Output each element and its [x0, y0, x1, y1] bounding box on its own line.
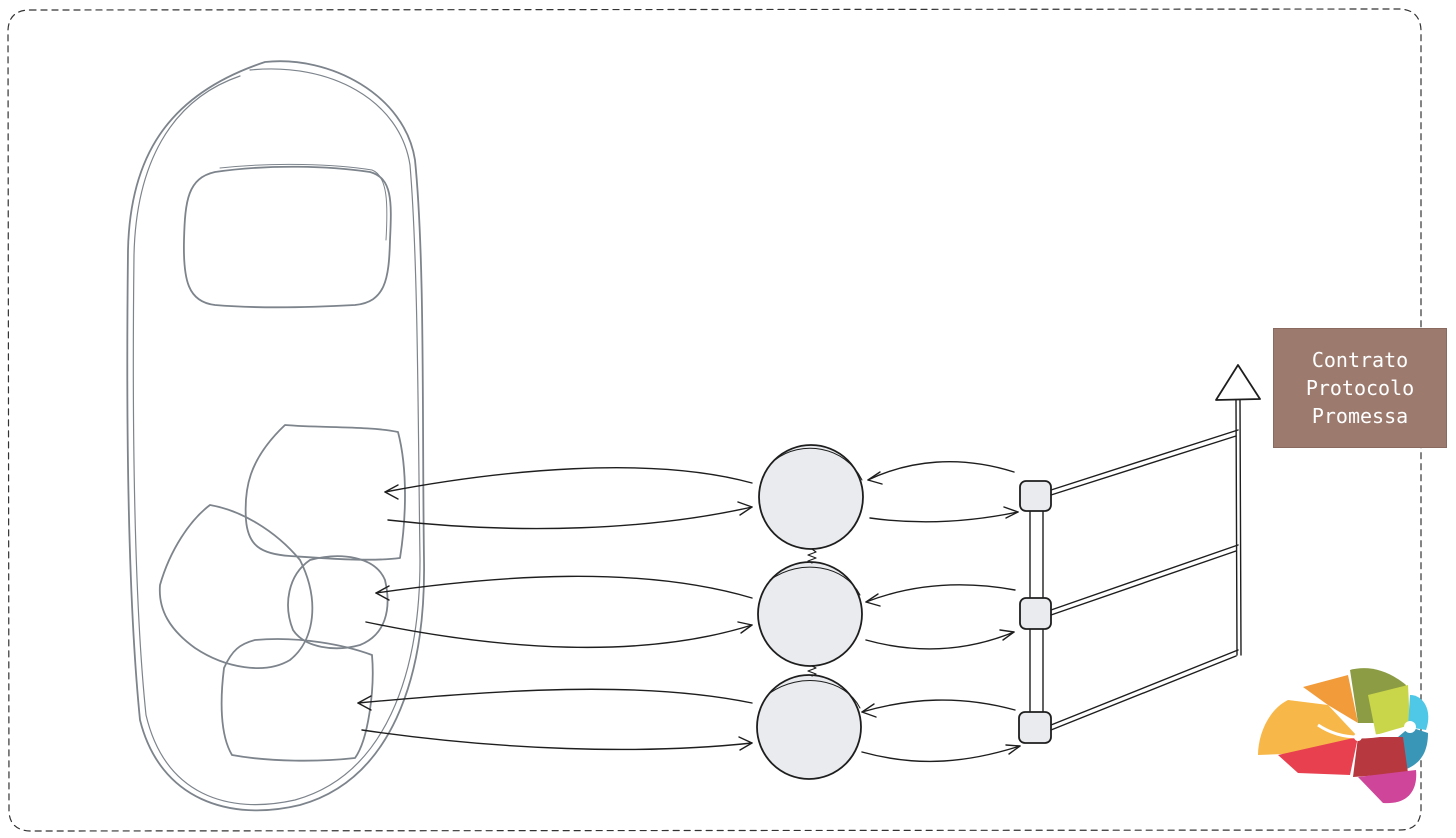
light-block-lower	[220, 638, 374, 762]
container-blob	[126, 60, 425, 812]
connector-arrows	[357, 467, 753, 751]
spring-link-1	[807, 548, 817, 564]
dark-block-left	[158, 504, 314, 669]
port-2	[1019, 597, 1052, 630]
label-line-2: Protocolo	[1305, 376, 1415, 400]
dashed-frame	[7, 8, 1422, 832]
service-node-1	[758, 444, 864, 550]
dark-block-middle	[287, 555, 389, 650]
label-line-3: Promessa	[1311, 404, 1409, 428]
interface-arrowhead	[1215, 364, 1261, 401]
contract-label-box: Contrato Protocolo Promessa	[1273, 328, 1447, 448]
interface-lines	[1050, 399, 1242, 731]
colorful-brain-logo-icon	[1258, 668, 1429, 804]
port-3	[1018, 711, 1052, 744]
light-block-upper	[244, 424, 406, 561]
service-node-3	[756, 674, 862, 780]
spring-link-2	[807, 665, 817, 677]
port-arrows	[861, 461, 1021, 763]
port-1	[1019, 480, 1052, 512]
label-line-1: Contrato	[1311, 348, 1409, 372]
service-node-2	[757, 561, 863, 667]
top-block	[182, 163, 392, 309]
